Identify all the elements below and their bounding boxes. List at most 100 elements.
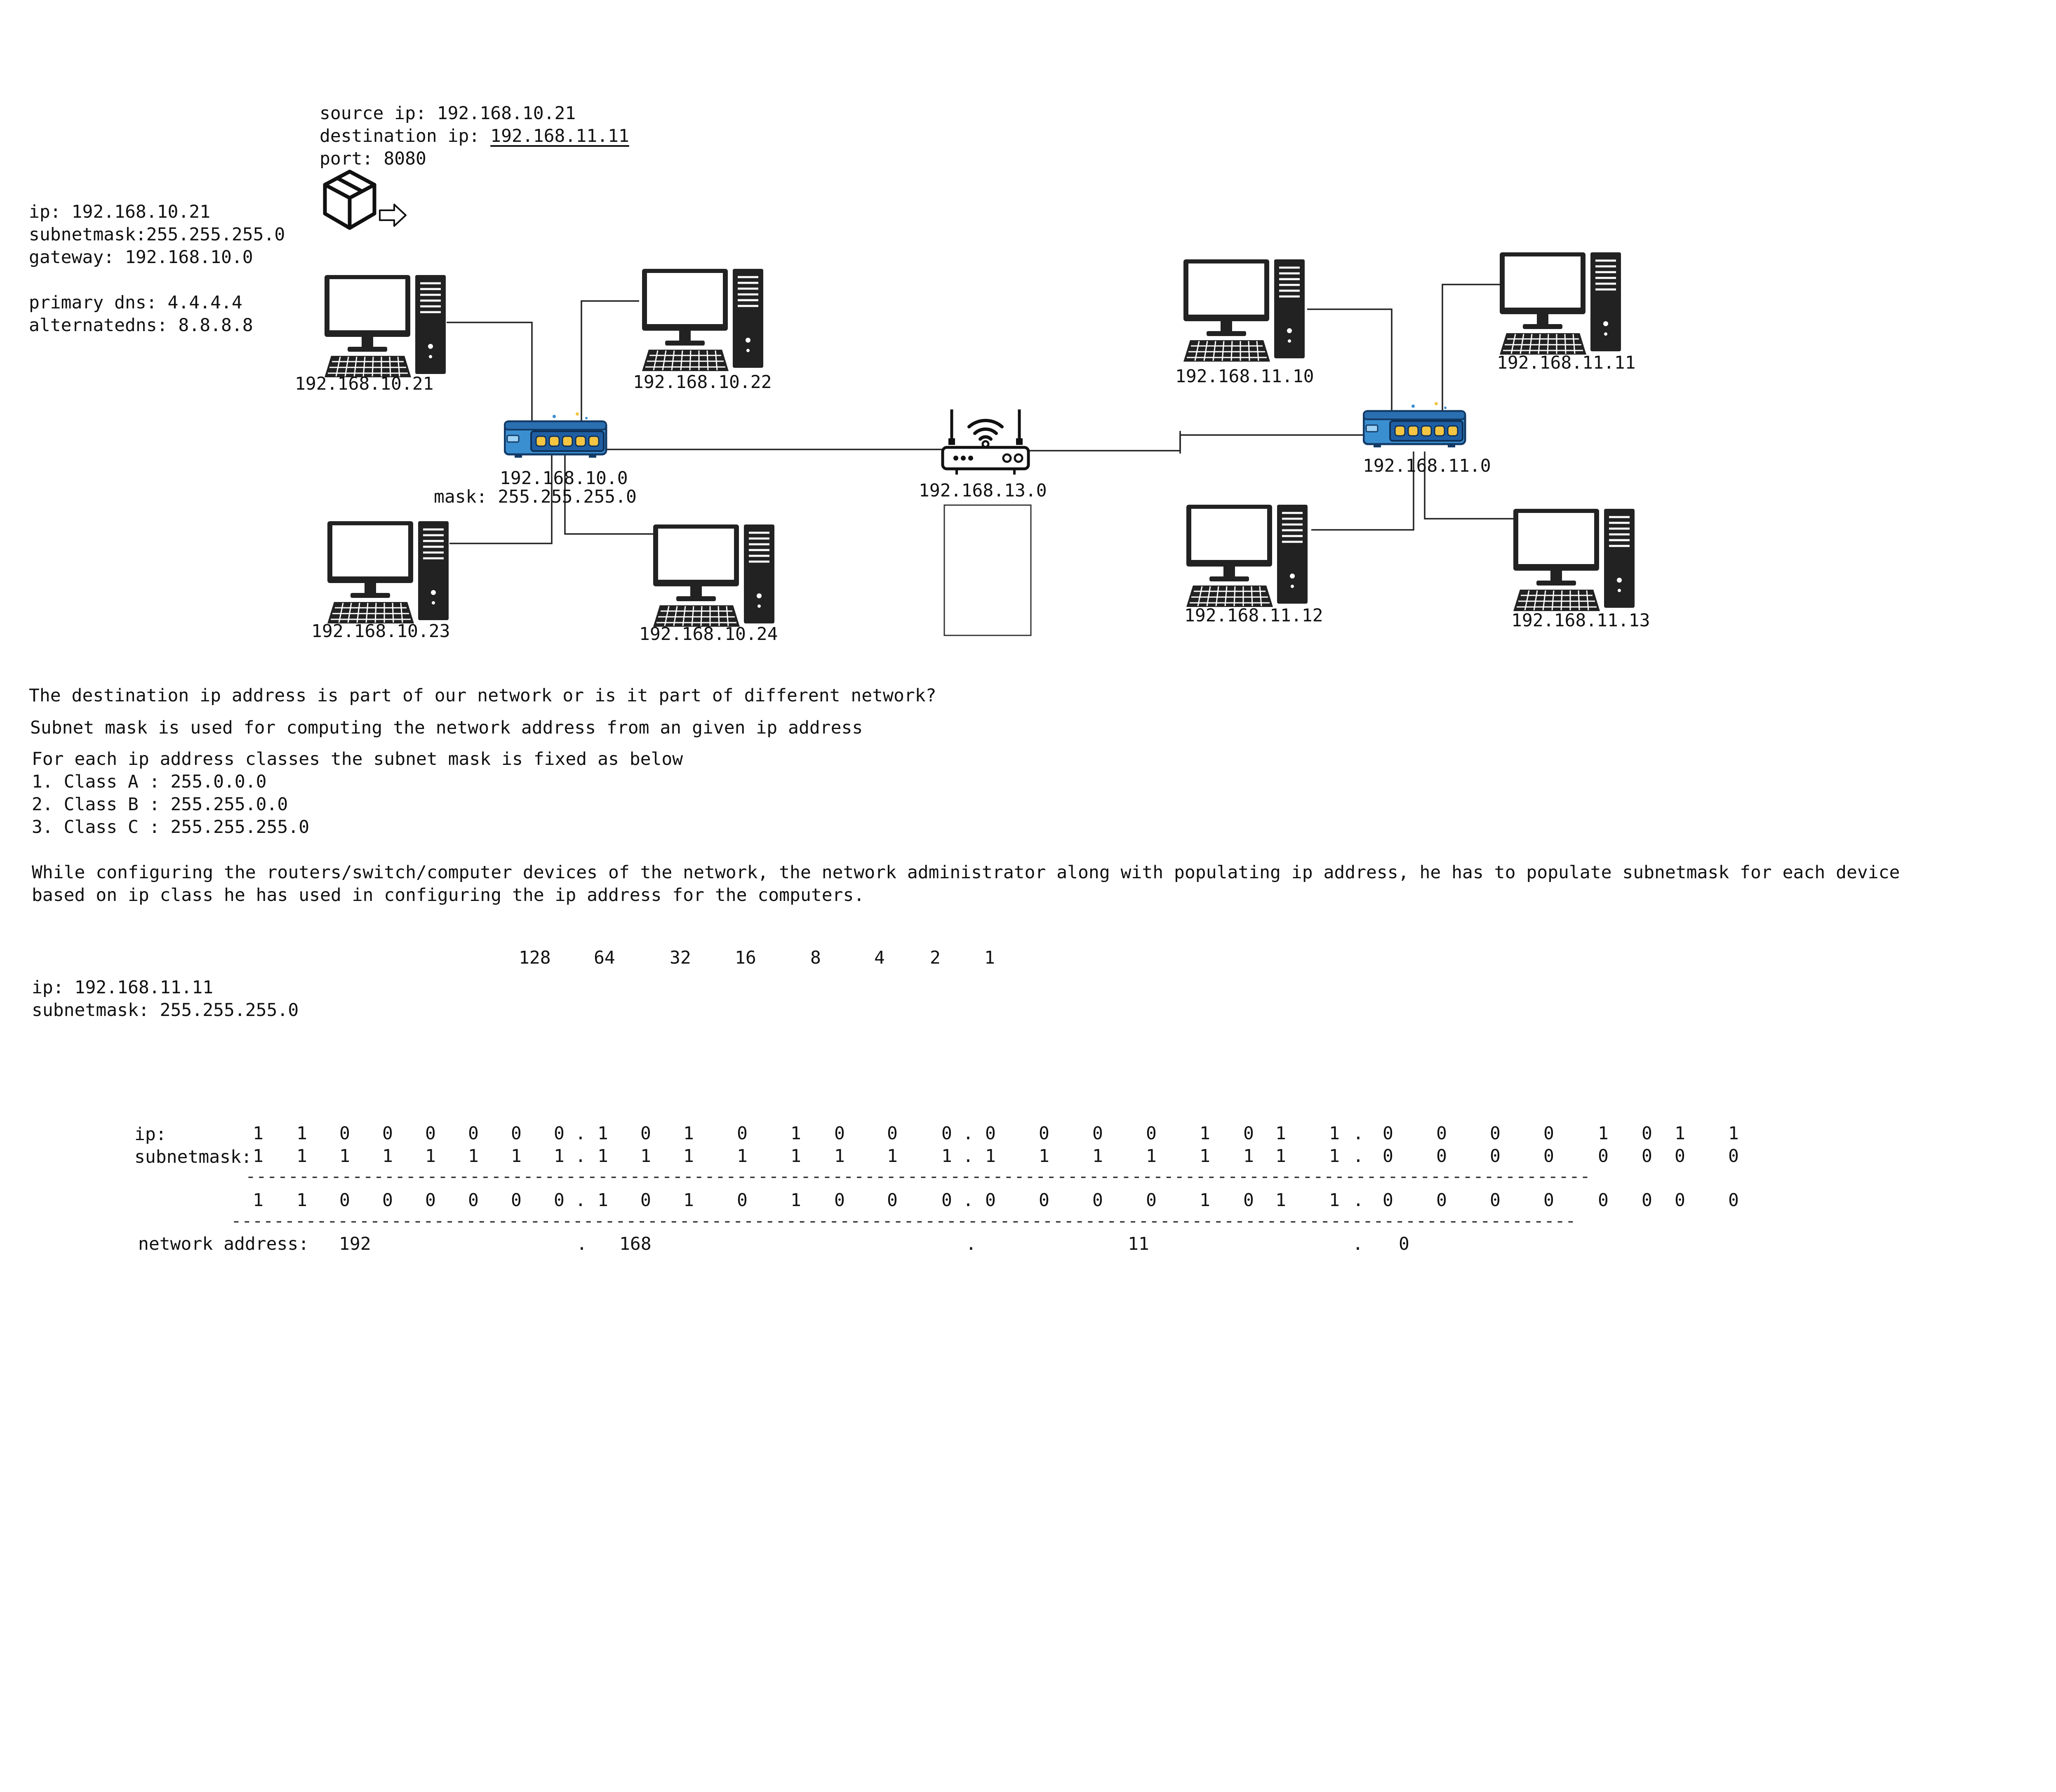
result-bit: 1 xyxy=(598,1190,608,1211)
ip-bit: 1 xyxy=(790,1123,801,1144)
host-gateway: gateway: 192.168.10.0 xyxy=(29,247,253,268)
desktop-computer-icon[interactable] xyxy=(652,524,776,628)
ip-bit: 0 xyxy=(887,1123,898,1144)
mask-bit: 1 xyxy=(425,1146,436,1166)
mask-bit: 1 xyxy=(339,1146,350,1166)
right-arrow-icon xyxy=(379,204,407,227)
bit-weight: 1 xyxy=(984,948,995,968)
destination-ip-value: 192.168.11.11 xyxy=(490,126,629,146)
result-bit: 0 xyxy=(382,1190,393,1211)
octet-separator: . xyxy=(575,1123,586,1144)
config-text-line2: based on ip class he has used in configu… xyxy=(32,885,865,905)
mask-bit: 0 xyxy=(1598,1146,1609,1166)
cable-pc-11-12 xyxy=(1311,452,1414,531)
config-text-line1: While configuring the routers/switch/com… xyxy=(32,862,1900,883)
result-bit: 0 xyxy=(1383,1190,1393,1211)
desktop-computer-icon[interactable] xyxy=(1186,504,1309,608)
mask-bit: 1 xyxy=(598,1146,608,1166)
network-switch-icon[interactable] xyxy=(1363,402,1467,452)
ip-bit: 0 xyxy=(1642,1123,1652,1144)
mask-bit: 1 xyxy=(1146,1146,1157,1166)
result-bit: 0 xyxy=(554,1190,565,1211)
class-a-text: 1. Class A : 255.0.0.0 xyxy=(32,771,267,792)
mask-bit: 1 xyxy=(1200,1146,1210,1166)
ip-bit: 1 xyxy=(598,1123,608,1144)
host-subnetmask: subnetmask:255.255.255.0 xyxy=(29,224,285,245)
result-bit: 0 xyxy=(1243,1190,1254,1211)
pc-label-11-10: 192.168.11.10 xyxy=(1175,366,1314,387)
cable-pc-11-11 xyxy=(1442,284,1501,416)
result-bit: 1 xyxy=(1200,1190,1210,1211)
result-bit: 0 xyxy=(985,1190,996,1211)
mask-bit: 1 xyxy=(511,1146,522,1166)
classes-intro-text: For each ip address classes the subnet m… xyxy=(32,749,683,769)
destination-ip-prefix: destination ip: xyxy=(320,126,491,146)
ip-bit: 0 xyxy=(1543,1123,1554,1144)
bit-weight: 128 xyxy=(519,948,551,968)
wifi-router-icon[interactable] xyxy=(940,406,1031,476)
ip-bit: 0 xyxy=(834,1123,845,1144)
desktop-computer-icon[interactable] xyxy=(1499,252,1623,355)
packet-source-ip: source ip: 192.168.10.21 xyxy=(320,103,576,124)
mask-bit: 0 xyxy=(1675,1146,1685,1166)
pc-label-11-11: 192.168.11.11 xyxy=(1497,353,1636,373)
ip-bit: 0 xyxy=(425,1123,436,1144)
mask-bit: 1 xyxy=(554,1146,565,1166)
packet-destination-ip: destination ip: 192.168.11.11 xyxy=(320,125,629,148)
result-bit: 1 xyxy=(296,1190,307,1211)
network-octet: 192 xyxy=(339,1234,371,1254)
result-bit: 0 xyxy=(834,1190,845,1211)
network-dot: . xyxy=(1353,1234,1363,1254)
ip-bit: 0 xyxy=(1383,1123,1393,1144)
result-bit: 0 xyxy=(339,1190,350,1211)
octet-separator: . xyxy=(963,1146,974,1166)
desktop-computer-icon[interactable] xyxy=(327,520,450,624)
octet-separator: . xyxy=(963,1190,974,1211)
result-bit: 1 xyxy=(683,1190,694,1211)
desktop-computer-icon[interactable] xyxy=(324,274,447,378)
result-bit: 0 xyxy=(468,1190,479,1211)
pc-label-10-22: 192.168.10.22 xyxy=(633,372,772,393)
bit-weight: 16 xyxy=(735,948,756,968)
left-switch-label: 192.168.10.0 xyxy=(500,468,628,489)
octet-separator: . xyxy=(1353,1190,1364,1211)
mask-bit: 0 xyxy=(1728,1146,1739,1166)
desktop-computer-icon[interactable] xyxy=(1513,508,1636,612)
ip-bit: 1 xyxy=(1275,1123,1286,1144)
cable-pc-11-10 xyxy=(1307,308,1393,416)
ip-bit: 0 xyxy=(1039,1123,1049,1144)
result-bit: 0 xyxy=(1675,1190,1685,1211)
desktop-computer-icon[interactable] xyxy=(641,268,765,372)
ip-bit: 1 xyxy=(253,1123,263,1144)
octet-separator: . xyxy=(963,1123,974,1144)
result-bit: 0 xyxy=(1642,1190,1652,1211)
result-bit: 0 xyxy=(941,1190,952,1211)
mask-bit: 0 xyxy=(1490,1146,1501,1166)
mask-bit: 1 xyxy=(382,1146,393,1166)
result-bit: 0 xyxy=(1092,1190,1103,1211)
ip-bit: 0 xyxy=(941,1123,952,1144)
cable-pc-10-24 xyxy=(564,454,656,535)
mask-bit: 1 xyxy=(1329,1146,1340,1166)
desktop-computer-icon[interactable] xyxy=(1183,259,1306,362)
pc-label-11-12: 192.168.11.12 xyxy=(1184,605,1323,626)
network-octet: 0 xyxy=(1399,1234,1409,1254)
bit-weight: 4 xyxy=(874,948,885,968)
cable-router-right-switch xyxy=(1029,434,1365,452)
octet-separator: . xyxy=(575,1146,586,1166)
calc-mask-label: subnetmask: xyxy=(134,1147,252,1167)
mask-bit: 1 xyxy=(834,1146,845,1166)
ip-bit: 0 xyxy=(737,1123,748,1144)
pc-label-10-21: 192.168.10.21 xyxy=(295,374,434,394)
ip-bit: 1 xyxy=(683,1123,694,1144)
package-box-icon xyxy=(323,169,376,230)
result-bit: 0 xyxy=(1543,1190,1554,1211)
result-bit: 0 xyxy=(1039,1190,1049,1211)
mask-bit: 1 xyxy=(985,1146,996,1166)
ip-bit: 0 xyxy=(985,1123,996,1144)
bit-weight: 32 xyxy=(670,948,691,968)
ip-bit: 0 xyxy=(382,1123,393,1144)
network-switch-icon[interactable] xyxy=(504,412,608,463)
mask-bit: 0 xyxy=(1642,1146,1652,1166)
